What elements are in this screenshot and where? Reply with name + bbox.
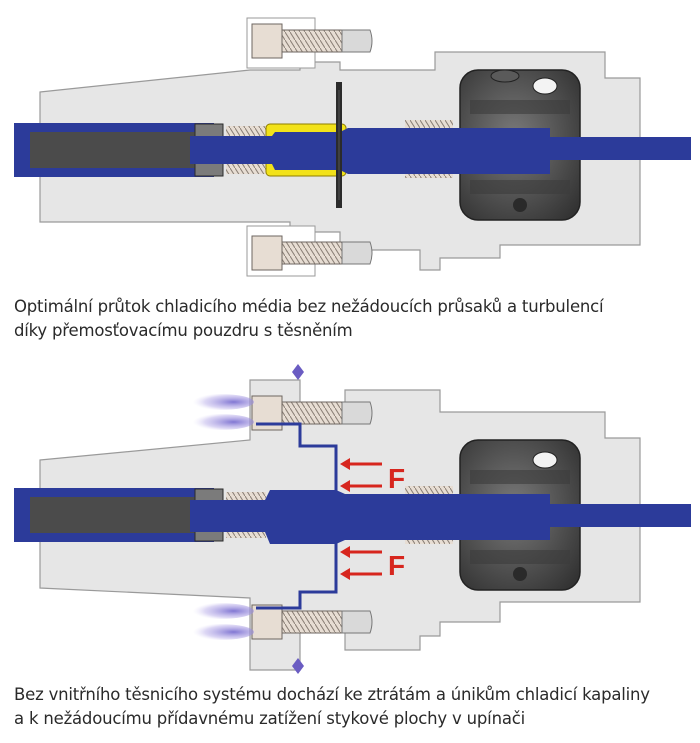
- coolant-leak-lower: [186, 603, 254, 640]
- lower-screw: [251, 604, 373, 640]
- coolant-channel: [190, 490, 550, 544]
- upper-screw: [251, 23, 373, 59]
- top-caption: Optimální průtok chladicího média bez ne…: [14, 295, 694, 343]
- coolant-channel: [190, 128, 550, 174]
- coolant-pipe: [14, 488, 224, 542]
- lower-screw: [251, 235, 373, 271]
- leak-path-upper: [256, 422, 338, 492]
- bottom-caption-line-2: a k nežádoucímu přídavnému zatížení styk…: [14, 709, 525, 728]
- top-caption-line-1: Optimální průtok chladicího média bez ne…: [14, 297, 604, 316]
- bottom-caption-line-1: Bez vnitřního těsnicího systému dochází …: [14, 685, 650, 704]
- drip-bottom: [292, 658, 304, 674]
- force-arrows-lower: [340, 546, 382, 580]
- coolant-leak-upper: [186, 394, 254, 430]
- unsealed-holder-diagram: F F: [14, 364, 691, 674]
- top-caption-line-2: díky přemosťovacímu pouzdru s těsněním: [14, 321, 353, 340]
- drip-top: [292, 364, 304, 380]
- bottom-caption: Bez vnitřního těsnicího systému dochází …: [14, 683, 694, 731]
- sealed-holder-diagram: [14, 17, 691, 277]
- leak-path-lower: [256, 536, 338, 610]
- force-label-upper: F: [388, 463, 405, 494]
- force-label-lower: F: [388, 550, 405, 581]
- force-arrows-upper: [340, 458, 382, 492]
- coolant-pipe: [14, 123, 224, 177]
